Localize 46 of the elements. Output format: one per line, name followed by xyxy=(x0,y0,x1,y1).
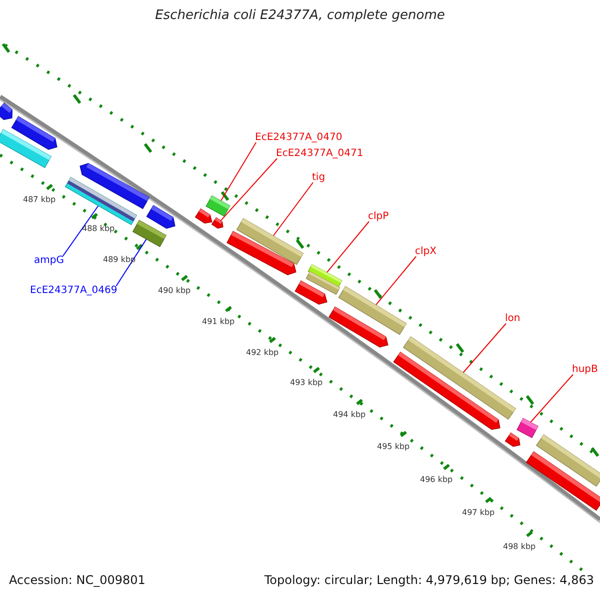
leader-line xyxy=(375,256,416,306)
leader-line xyxy=(116,238,147,286)
gene-bar xyxy=(80,162,150,210)
gene-label: hupB xyxy=(572,364,598,376)
leader-line xyxy=(220,158,278,222)
scale-label: 492 kbp xyxy=(246,348,279,358)
gene-label: clpP xyxy=(368,211,389,222)
scale-label: 493 kbp xyxy=(290,378,323,388)
scale-label: 488 kbp xyxy=(82,224,115,234)
gene-bar xyxy=(0,102,12,120)
gene-label: EcE24377A_0469 xyxy=(30,285,118,296)
gene-bar xyxy=(516,418,538,438)
scale-label: 491 kbp xyxy=(202,317,235,326)
leader-line xyxy=(220,142,256,202)
scale-label: 497 kbp xyxy=(462,508,495,518)
gene-bar xyxy=(206,195,230,217)
scale-label: 494 kbp xyxy=(333,410,366,420)
gene-bar xyxy=(328,306,388,348)
gene-label: clpX xyxy=(415,246,436,258)
leader-line xyxy=(462,323,506,374)
genome-info-text: Topology: circular; Length: 4,979,619 bp; Genes: 4,863 xyxy=(264,574,594,588)
accession-text: Accession: NC_009801 xyxy=(9,574,146,588)
gene-bar xyxy=(211,217,224,229)
gene-bar xyxy=(294,280,328,305)
gene-label: ampG xyxy=(34,255,64,266)
diagram-title: Escherichia coli E24377A, complete genome xyxy=(154,9,446,24)
leader-line xyxy=(272,182,314,236)
scale-label: 487 kbp xyxy=(23,195,56,204)
gene-label: tig xyxy=(312,172,326,184)
leader-line xyxy=(62,205,99,256)
gene-label: EcE24377A_0470 xyxy=(255,132,342,144)
leader-line xyxy=(530,374,574,423)
gene-bar xyxy=(393,352,500,430)
scale-label: 490 kbp xyxy=(158,286,191,296)
gene-bar xyxy=(0,128,52,168)
gene-bar xyxy=(146,205,176,229)
scale-label: 495 kbp xyxy=(377,442,410,452)
gene-bar xyxy=(526,451,600,511)
gene-bar xyxy=(504,432,520,447)
gene-bar xyxy=(194,208,212,224)
scale-label: 496 kbp xyxy=(420,475,453,484)
gene-bar xyxy=(226,230,296,276)
gene-label: EcE24377A_0471 xyxy=(276,148,364,160)
leader-line xyxy=(326,221,370,273)
gene-label: lon xyxy=(505,313,520,324)
scale-label: 498 kbp xyxy=(503,542,536,552)
